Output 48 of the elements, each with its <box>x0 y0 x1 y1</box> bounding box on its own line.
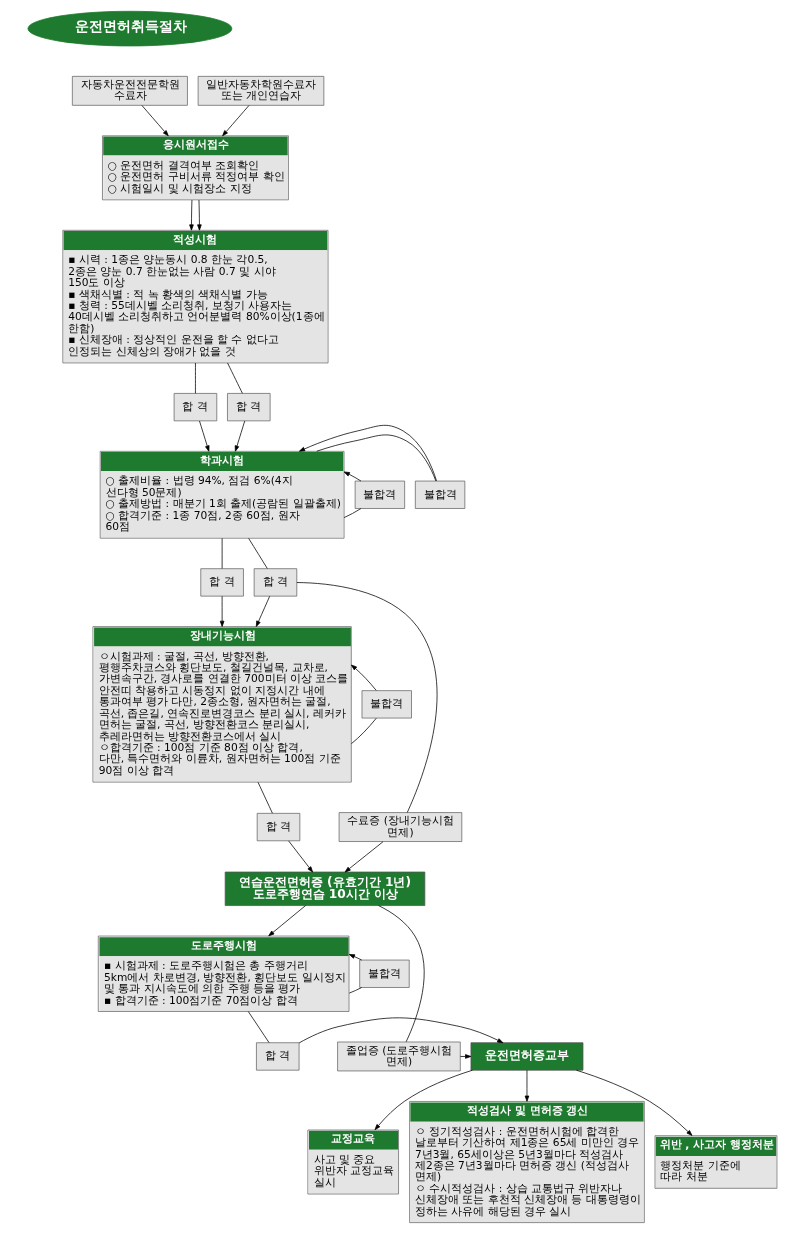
arrow <box>198 420 209 452</box>
connector <box>194 362 196 394</box>
arrow <box>374 1069 473 1131</box>
node-box: 합 격 <box>256 812 300 842</box>
node-box: 일반자동차학원수료자 또는 개인연습자 <box>197 76 324 106</box>
connector <box>296 582 437 813</box>
arrow <box>298 1017 503 1044</box>
arrow <box>350 664 377 691</box>
arrow <box>196 199 202 231</box>
arrow <box>524 1069 529 1102</box>
arrow <box>459 1054 471 1059</box>
arrow <box>234 420 245 452</box>
node-box: 합 격 <box>173 393 217 422</box>
connector <box>348 987 362 994</box>
node-box: 연습운전면허증 (유효기간 1년) 도로주행연습 10시간 이상 <box>224 871 425 906</box>
node-box: 합 격 <box>199 568 244 597</box>
node-box: 불합격 <box>414 480 465 509</box>
connector <box>247 1011 269 1043</box>
node-box: 합 격 <box>226 393 270 422</box>
arrow <box>267 905 306 937</box>
connector <box>247 537 268 569</box>
arrow <box>221 105 249 137</box>
node-box: 불합격 <box>361 690 412 719</box>
connector <box>350 717 377 745</box>
node-ellipse: 운전면허취득절차 <box>27 10 232 47</box>
arrow <box>344 841 383 873</box>
arrow <box>188 199 194 231</box>
arrow <box>575 1069 692 1136</box>
node-box: 합 격 <box>253 568 297 597</box>
arrow <box>255 595 270 627</box>
node-box: 자동차운전전문학원 수료자 <box>71 76 188 106</box>
node-box: 합 격 <box>255 1042 299 1071</box>
node-box: 불합격 <box>358 959 410 988</box>
connector <box>315 434 436 482</box>
connector <box>377 905 425 1043</box>
connector <box>257 781 273 814</box>
node-box: 불합격 <box>354 480 405 509</box>
node-box: 운전면허증교부 <box>470 1042 583 1071</box>
arrow <box>219 595 224 627</box>
arrow <box>348 954 362 961</box>
arrow <box>141 105 169 137</box>
node-box: 수료증 (장내기능시험 면제) <box>338 812 462 842</box>
node-box: 졸업증 (도로주행시험 면제) <box>336 1041 461 1072</box>
arrow <box>287 840 313 873</box>
arrow <box>343 471 361 482</box>
arrow <box>298 424 437 482</box>
connector <box>343 508 361 518</box>
connector <box>226 362 243 394</box>
